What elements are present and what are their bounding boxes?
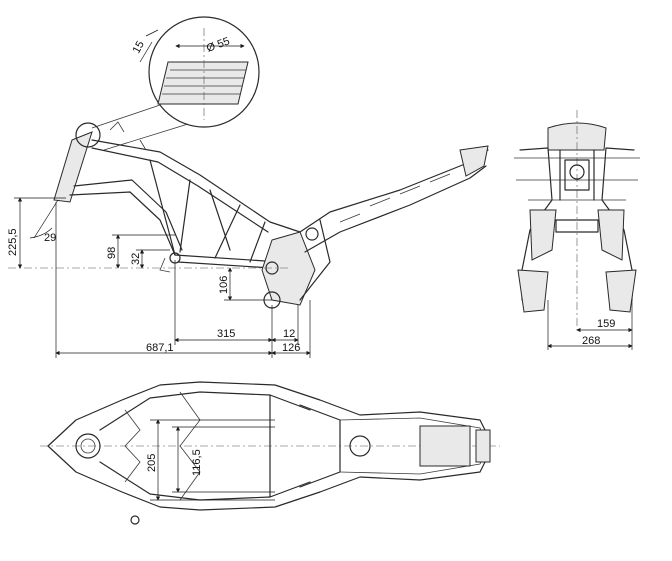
dim-height-total: 225,5 [7,228,19,256]
dim-length-126: 126 [282,342,300,354]
dim-bearing-diameter: Ø 55 [205,35,232,54]
side-view-dimension-lines [8,197,311,358]
dim-width-116: 116,5 [191,449,203,476]
steering-head-detail [91,16,260,151]
dim-bearing-width: 15 [131,39,147,55]
dim-height-32: 32 [130,253,142,265]
rear-view-frame [514,110,640,330]
top-view-dimension-lines [150,419,275,501]
dim-width-205: 205 [146,454,158,472]
dim-width-159: 159 [597,318,615,330]
dim-length-315: 315 [217,328,235,340]
rear-view-dimension-lines [547,300,633,350]
side-view-frame [53,121,489,309]
dim-height-98: 98 [106,247,118,259]
dim-rake-angle: 29 [44,232,56,244]
top-view-frame [40,381,500,525]
dim-height-106: 106 [218,276,230,294]
dim-width-268: 268 [582,335,600,347]
dim-length-12: 12 [283,328,295,340]
dim-length-687: 687,1 [146,342,174,354]
